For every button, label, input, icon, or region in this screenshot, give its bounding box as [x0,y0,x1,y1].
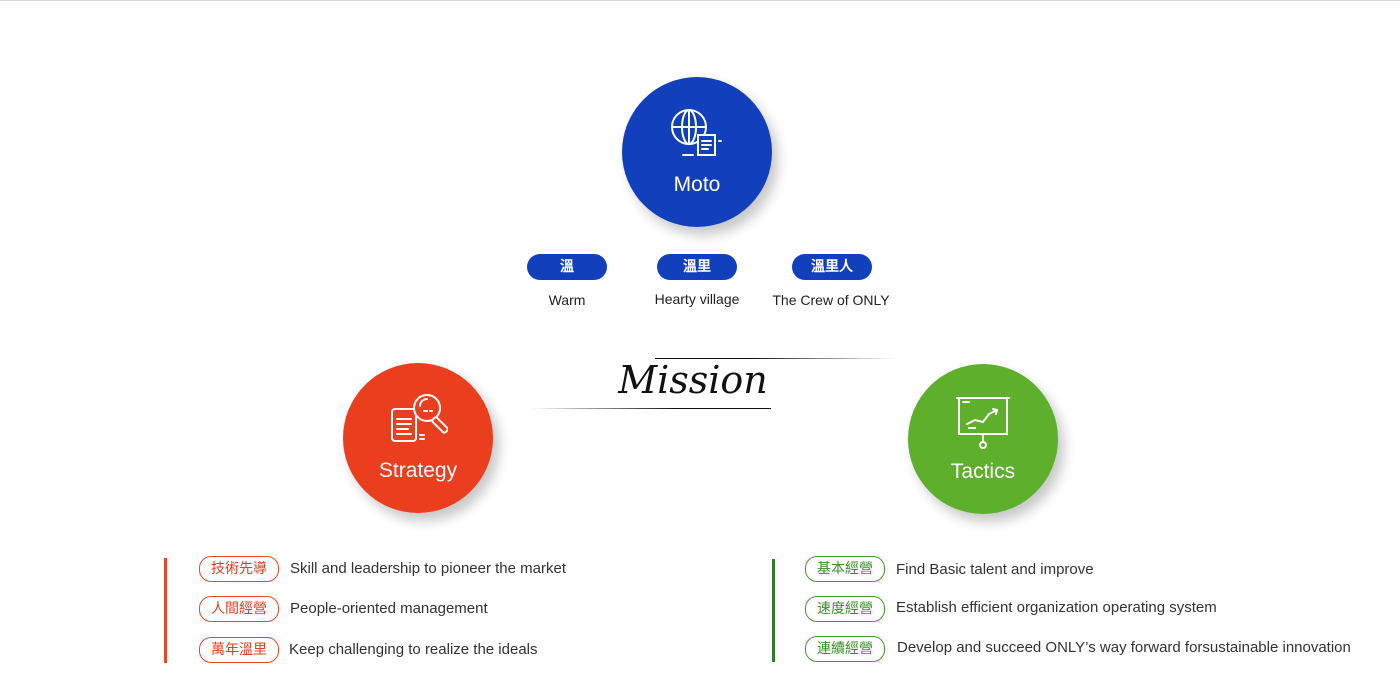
document-search-icon [391,394,448,442]
strategy-text-1: Skill and leadership to pioneer the mark… [290,560,566,577]
moto-caption-hearty-village: Hearty village [654,291,740,307]
tactics-list-bar [772,559,775,662]
mission-bottom-line [531,408,771,409]
strategy-label: Strategy [378,459,458,482]
presentation-board-icon [956,397,1010,449]
tactics-circle: Tactics [908,364,1058,514]
moto-circle: Moto [622,77,772,227]
strategy-text-3: Keep challenging to realize the ideals [289,641,538,658]
strategy-list-bar [164,558,167,663]
moto-tag-hearty-village: 溫里 [657,254,737,280]
top-divider [0,0,1400,1]
globe-document-icon [671,109,722,156]
moto-caption-crew: The Crew of ONLY [772,292,890,308]
tactics-text-1: Find Basic talent and improve [896,561,1094,578]
strategy-tag-1: 技術先導 [199,556,279,582]
tactics-tag-3: 連續經營 [805,636,885,662]
moto-label: Moto [673,173,721,196]
tactics-tag-1: 基本經營 [805,556,885,582]
mission-top-line [655,358,895,359]
moto-caption-warm: Warm [548,292,586,308]
strategy-circle: Strategy [343,363,493,513]
moto-tag-crew: 溫里人 [792,254,872,280]
strategy-tag-3: 萬年溫里 [199,637,279,663]
tactics-tag-2: 速度經營 [805,596,885,622]
mission-title: Mission [618,358,768,402]
tactics-text-2: Establish efficient organization operati… [896,599,1217,616]
strategy-text-2: People-oriented management [290,600,488,617]
tactics-text-3: Develop and succeed ONLY’s way forward f… [897,639,1351,656]
moto-tag-warm: 溫 [527,254,607,280]
strategy-tag-2: 人間經營 [199,596,279,622]
tactics-label: Tactics [950,460,1016,483]
